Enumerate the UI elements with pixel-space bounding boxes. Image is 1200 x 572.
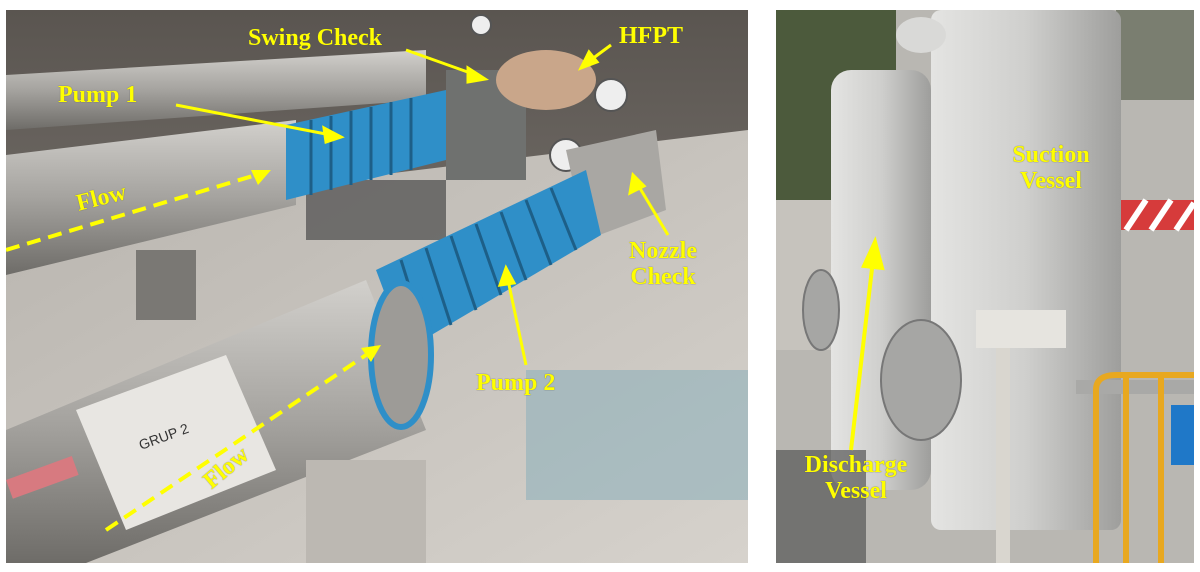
side-flange <box>802 269 840 351</box>
pump-1-body <box>286 90 446 200</box>
manhole-cover <box>880 319 962 441</box>
mesh-canopy <box>1116 10 1194 100</box>
red-pipe-stripe <box>6 456 79 499</box>
suction-vessel-label-line1: Suction <box>1012 142 1090 168</box>
instrument-box <box>976 310 1066 348</box>
nozzle-check-label: Nozzle Check <box>618 238 708 290</box>
suction-vessel <box>931 10 1121 530</box>
pump-station-scene: GRUP 2 <box>6 10 748 563</box>
pump-2-label: Pump 2 <box>476 370 556 396</box>
hfpt-label: HFPT <box>619 23 683 49</box>
pipe-support <box>136 250 196 320</box>
pipe-flange <box>368 280 434 430</box>
floor-grating <box>526 370 748 500</box>
top-flange <box>896 17 946 53</box>
outlet-pipe <box>1076 380 1194 394</box>
back-pipe <box>6 50 426 130</box>
hfpt-housing <box>496 50 596 110</box>
swing-check-label: Swing Check <box>248 25 383 51</box>
suction-vessel-label: Suction Vessel <box>991 142 1111 194</box>
suction-vessel-label-line2: Vessel <box>1020 168 1082 194</box>
vessels-photo: Suction Vessel Discharge Vessel <box>776 10 1194 563</box>
nozzle-check-label-line1: Nozzle <box>629 238 697 264</box>
instrument-post <box>996 348 1010 563</box>
nozzle-check-label-line2: Check <box>630 264 696 290</box>
discharge-vessel-label-line1: Discharge <box>804 452 908 478</box>
pump-1-label: Pump 1 <box>58 82 138 108</box>
pipe-wrap-label <box>76 355 276 530</box>
pressure-gauge <box>594 78 628 112</box>
floor-grate <box>306 180 446 240</box>
discharge-vessel-label: Discharge Vessel <box>796 452 916 504</box>
pump-station-photo: GRUP 2 Swing Check HFPT Pump 1 Flow Nozz… <box>6 10 748 563</box>
floor-grate <box>776 450 866 563</box>
vessels-scene <box>776 10 1194 563</box>
discharge-vessel-label-line2: Vessel <box>825 478 887 504</box>
pressure-gauge <box>470 14 492 36</box>
yellow-safety-barrier <box>1093 372 1194 563</box>
blue-sign <box>1171 405 1194 465</box>
inlet-pipe-1 <box>6 120 296 275</box>
concrete-support <box>306 460 426 563</box>
